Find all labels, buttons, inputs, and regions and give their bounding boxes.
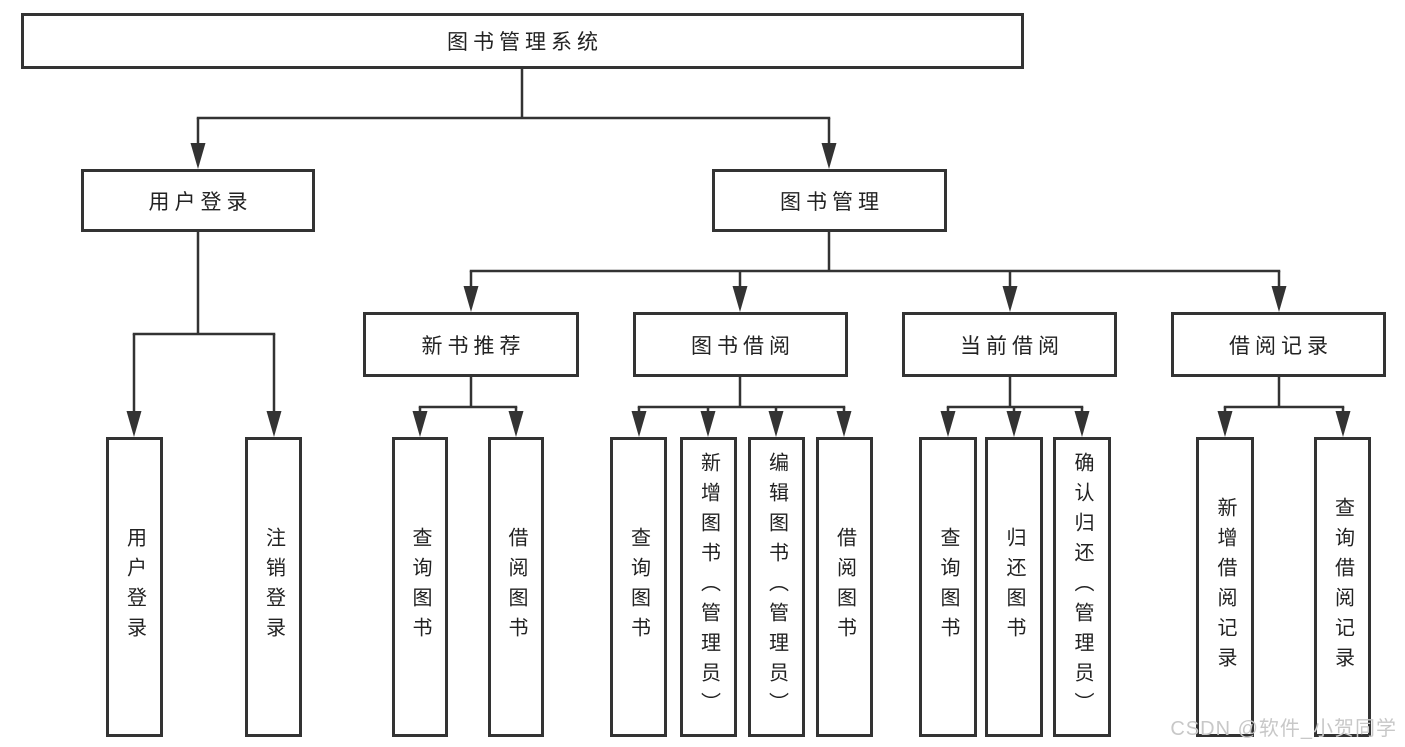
edge-records-to-leaves (1217, 377, 1351, 437)
leaf-label: 查询借阅记录 (1331, 497, 1354, 677)
node-current-borrow: 当前借阅 (902, 312, 1117, 377)
node-user-login: 用户登录 (81, 169, 315, 232)
leaf-query-books-current: 查询图书 (919, 437, 977, 737)
node-label: 图书管理系统 (447, 31, 603, 54)
node-label: 图书借阅 (691, 334, 795, 358)
leaf-query-books-recommend: 查询图书 (392, 437, 448, 737)
edge-userlogin-to-leaves (126, 232, 282, 437)
node-new-book-recommend: 新书推荐 (363, 312, 579, 377)
leaf-add-book-admin: 新增图书（管理员） (680, 437, 737, 737)
node-label: 用户登录 (148, 190, 253, 214)
edge-bookmgmt-to-level3 (463, 232, 1287, 312)
edge-current-to-leaves (940, 377, 1090, 437)
node-label: 借阅记录 (1229, 334, 1333, 358)
leaf-label: 借阅图书 (833, 527, 856, 647)
leaf-query-books-borrow: 查询图书 (610, 437, 667, 737)
leaf-query-borrow-record: 查询借阅记录 (1314, 437, 1371, 737)
leaf-label: 借阅图书 (505, 527, 527, 647)
node-borrow-records: 借阅记录 (1171, 312, 1386, 377)
edge-root-to-level2 (190, 69, 837, 169)
leaf-return-book: 归还图书 (985, 437, 1043, 737)
leaf-edit-book-admin: 编辑图书（管理员） (748, 437, 805, 737)
leaf-logout: 注销登录 (245, 437, 302, 737)
leaf-label: 查询图书 (937, 527, 959, 647)
leaf-label: 归还图书 (1003, 527, 1025, 647)
leaf-add-borrow-record: 新增借阅记录 (1196, 437, 1254, 737)
node-label: 新书推荐 (421, 334, 526, 358)
leaf-borrow-books: 借阅图书 (816, 437, 873, 737)
leaf-label: 新增借阅记录 (1214, 497, 1236, 677)
node-label: 图书管理 (780, 190, 884, 214)
edge-newbook-to-leaves (412, 377, 524, 437)
node-label: 当前借阅 (960, 334, 1064, 358)
leaf-confirm-return-admin: 确认归还（管理员） (1053, 437, 1111, 737)
leaf-label: 查询图书 (409, 527, 431, 647)
leaf-label: 查询图书 (627, 527, 650, 647)
leaf-label: 确认归还（管理员） (1071, 452, 1093, 722)
leaf-label: 注销登录 (262, 527, 285, 647)
node-library-management-system: 图书管理系统 (21, 13, 1024, 69)
node-book-borrow: 图书借阅 (633, 312, 848, 377)
edge-borrow-to-leaves (631, 377, 852, 437)
leaf-label: 用户登录 (123, 527, 146, 647)
csdn-watermark: CSDN @软件_小贺同学 (1170, 718, 1397, 740)
leaf-user-login: 用户登录 (106, 437, 163, 737)
leaf-label: 编辑图书（管理员） (765, 452, 788, 722)
node-book-management: 图书管理 (712, 169, 947, 232)
leaf-borrow-books-recommend: 借阅图书 (488, 437, 544, 737)
leaf-label: 新增图书（管理员） (697, 452, 720, 722)
